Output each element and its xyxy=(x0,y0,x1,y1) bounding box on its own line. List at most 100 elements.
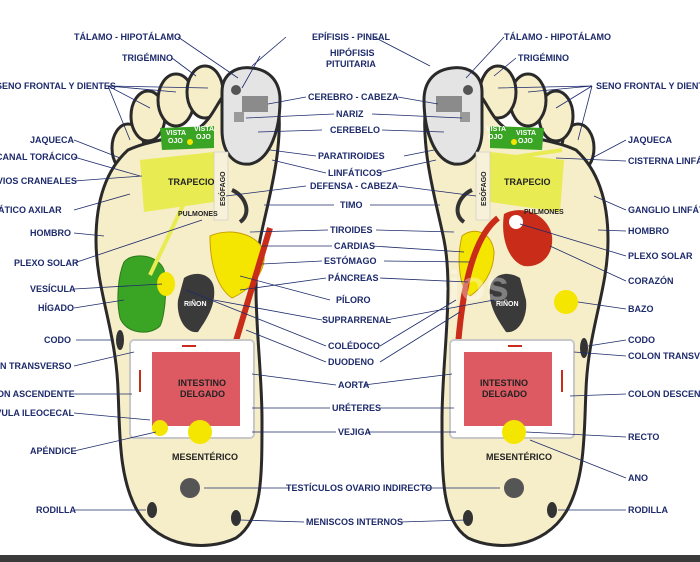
label-higado-left: HÍGADO xyxy=(38,303,74,313)
inner-pulmones-r: PULMONES xyxy=(524,209,564,216)
label-vesicula-left: VESÍCULA xyxy=(30,284,76,294)
right-lymph-line xyxy=(495,148,563,162)
right-foot xyxy=(422,64,610,547)
leader-lines xyxy=(73,36,627,523)
label-vejiga: VEJIGA xyxy=(338,427,372,437)
label-cisterna-right: CISTERNA LINFÁTICA xyxy=(628,156,700,166)
label-duodeno: DUODENO xyxy=(328,357,374,367)
label-timo: TIMO xyxy=(340,200,363,210)
right-esofago-zone xyxy=(475,151,491,221)
inner-trapecio-r: TRAPECIO xyxy=(504,177,551,187)
label-talamo-right: TÁLAMO - HIPOTÁLAMO xyxy=(504,32,611,42)
right-eye-dot xyxy=(511,139,517,145)
inner-rinon-l: RIÑON xyxy=(184,299,207,308)
label-nervios-left: NERVIOS CRANEALES xyxy=(0,176,77,186)
left-testicle-dot xyxy=(180,478,200,498)
label-seno-left: SENO FRONTAL Y DIENTES xyxy=(0,81,116,91)
label-cerebelo: CEREBELO xyxy=(330,125,380,135)
label-valvula-left: VÁLVULA ILEOCECAL xyxy=(0,408,75,418)
left-kidney-zone xyxy=(177,273,215,333)
inner-pulmones-l: PULMONES xyxy=(178,211,218,218)
label-rodilla-left: RODILLA xyxy=(36,505,76,515)
right-rectum-dot xyxy=(502,420,526,444)
left-eye-zone xyxy=(160,126,214,150)
label-codo-left: CODO xyxy=(44,335,71,345)
left-esofago-zone xyxy=(213,151,229,221)
right-knee-mark xyxy=(547,502,557,518)
label-jaqueca-left: JAQUECA xyxy=(30,135,75,145)
inner-vista-l2: VISTA xyxy=(194,126,214,133)
inner-ojo-l2: OJO xyxy=(196,134,211,141)
label-hombro-right: HOMBRO xyxy=(628,226,669,236)
label-apendice-left: APÉNDICE xyxy=(30,446,77,456)
inner-mesenterico-r: MESENTÉRICO xyxy=(486,452,552,462)
left-meniscus-mark xyxy=(231,510,241,526)
left-nose-zone xyxy=(234,112,244,122)
inner-ojo-r2: OJO xyxy=(518,138,533,145)
label-trigemino-right: TRIGÉMINO xyxy=(518,53,569,63)
label-canal-left: CANAL TORÁCICO xyxy=(0,152,78,162)
label-nariz: NARIZ xyxy=(336,109,364,119)
label-hipofisis: HIPÓFISIS xyxy=(330,47,375,58)
left-brain-zone xyxy=(242,96,268,112)
right-meniscus-mark xyxy=(463,510,473,526)
right-labels: TÁLAMO - HIPOTÁLAMO TRIGÉMINO SENO FRONT… xyxy=(504,32,700,515)
right-trapecio-zone xyxy=(490,152,564,212)
label-jaqueca-right: JAQUECA xyxy=(628,135,673,145)
label-linfatico-left: LINFÁTICO AXILAR xyxy=(0,205,62,215)
left-gallbladder xyxy=(157,272,175,296)
left-bile-duct xyxy=(148,177,198,276)
label-tiroides: TIROIDES xyxy=(330,225,373,235)
label-colonasc-left: COLON ASCENDENTE xyxy=(0,389,75,399)
left-labels: TÁLAMO - HIPOTÁLAMO TRIGÉMINO SENO FRONT… xyxy=(0,32,181,515)
inner-intestino-l: INTESTINO xyxy=(178,378,226,388)
label-epifisis: EPÍFISIS - PINEAL xyxy=(312,32,391,42)
label-rodilla-right: RODILLA xyxy=(628,505,668,515)
inner-esofago-r: ESÓFAGO xyxy=(479,171,488,206)
label-linfaticos: LINFÁTICOS xyxy=(328,168,382,178)
right-elbow-mark xyxy=(580,338,588,358)
label-estomago: ESTÓMAGO xyxy=(324,255,377,266)
label-seno-right: SENO FRONTAL Y DIENTES xyxy=(596,81,700,91)
inner-esofago-l: ESÓFAGO xyxy=(218,171,227,206)
inner-ojo-l: OJO xyxy=(168,138,183,145)
label-ano-right: ANO xyxy=(628,473,648,483)
inner-vista-r2: VISTA xyxy=(516,130,536,137)
right-pineal-dot xyxy=(463,85,473,95)
label-ureteres: URÉTERES xyxy=(332,403,381,413)
inner-intestino-r: INTESTINO xyxy=(480,378,528,388)
label-cerebro: CEREBRO - CABEZA xyxy=(308,92,399,102)
left-elbow-mark xyxy=(116,330,124,350)
left-knee-mark xyxy=(147,502,157,518)
inner-delgado-l: DELGADO xyxy=(180,389,225,399)
right-nose-zone xyxy=(460,112,470,122)
label-bazo-right: BAZO xyxy=(628,304,654,314)
watermark: Consejos xyxy=(320,262,509,309)
label-cardias: CARDIAS xyxy=(334,241,375,251)
inner-labels: VISTA OJO VISTA OJO TRAPECIO ESÓFAGO PUL… xyxy=(166,126,564,462)
label-paratiroides: PARATIROIDES xyxy=(318,151,385,161)
right-testicle-dot xyxy=(504,478,524,498)
label-colondesc-right: COLON DESCENDENTE xyxy=(628,389,700,399)
label-colontrans-left: COLON TRANSVERSO xyxy=(0,361,72,371)
label-meniscos: MENISCOS INTERNOS xyxy=(306,517,403,527)
inner-mesenterico-l: MESENTÉRICO xyxy=(172,452,238,462)
inner-delgado-r: DELGADO xyxy=(482,389,527,399)
label-colontrans-right: COLON TRANSVERSO xyxy=(628,351,700,361)
center-labels: EPÍFISIS - PINEAL HIPÓFISIS PITUITARIA C… xyxy=(286,32,432,527)
left-bladder-dot xyxy=(188,420,212,444)
inner-vista-l: VISTA xyxy=(166,130,186,137)
inner-ojo-r: OJO xyxy=(488,134,503,141)
label-defensa: DEFENSA - CABEZA xyxy=(310,181,399,191)
label-hombro-left: HOMBRO xyxy=(30,228,71,238)
label-trigemino-left: TRIGÉMINO xyxy=(122,53,173,63)
label-aorta: AORTA xyxy=(338,380,370,390)
bottom-border xyxy=(0,555,700,562)
label-suprarrenal: SUPRARRENAL xyxy=(322,315,392,325)
inner-rinon-r: RIÑON xyxy=(496,299,519,308)
left-small-intestine xyxy=(152,352,240,426)
inner-vista-r: VISTA xyxy=(486,126,506,133)
left-liver-zone xyxy=(117,255,167,333)
right-spleen-dot xyxy=(554,290,578,314)
